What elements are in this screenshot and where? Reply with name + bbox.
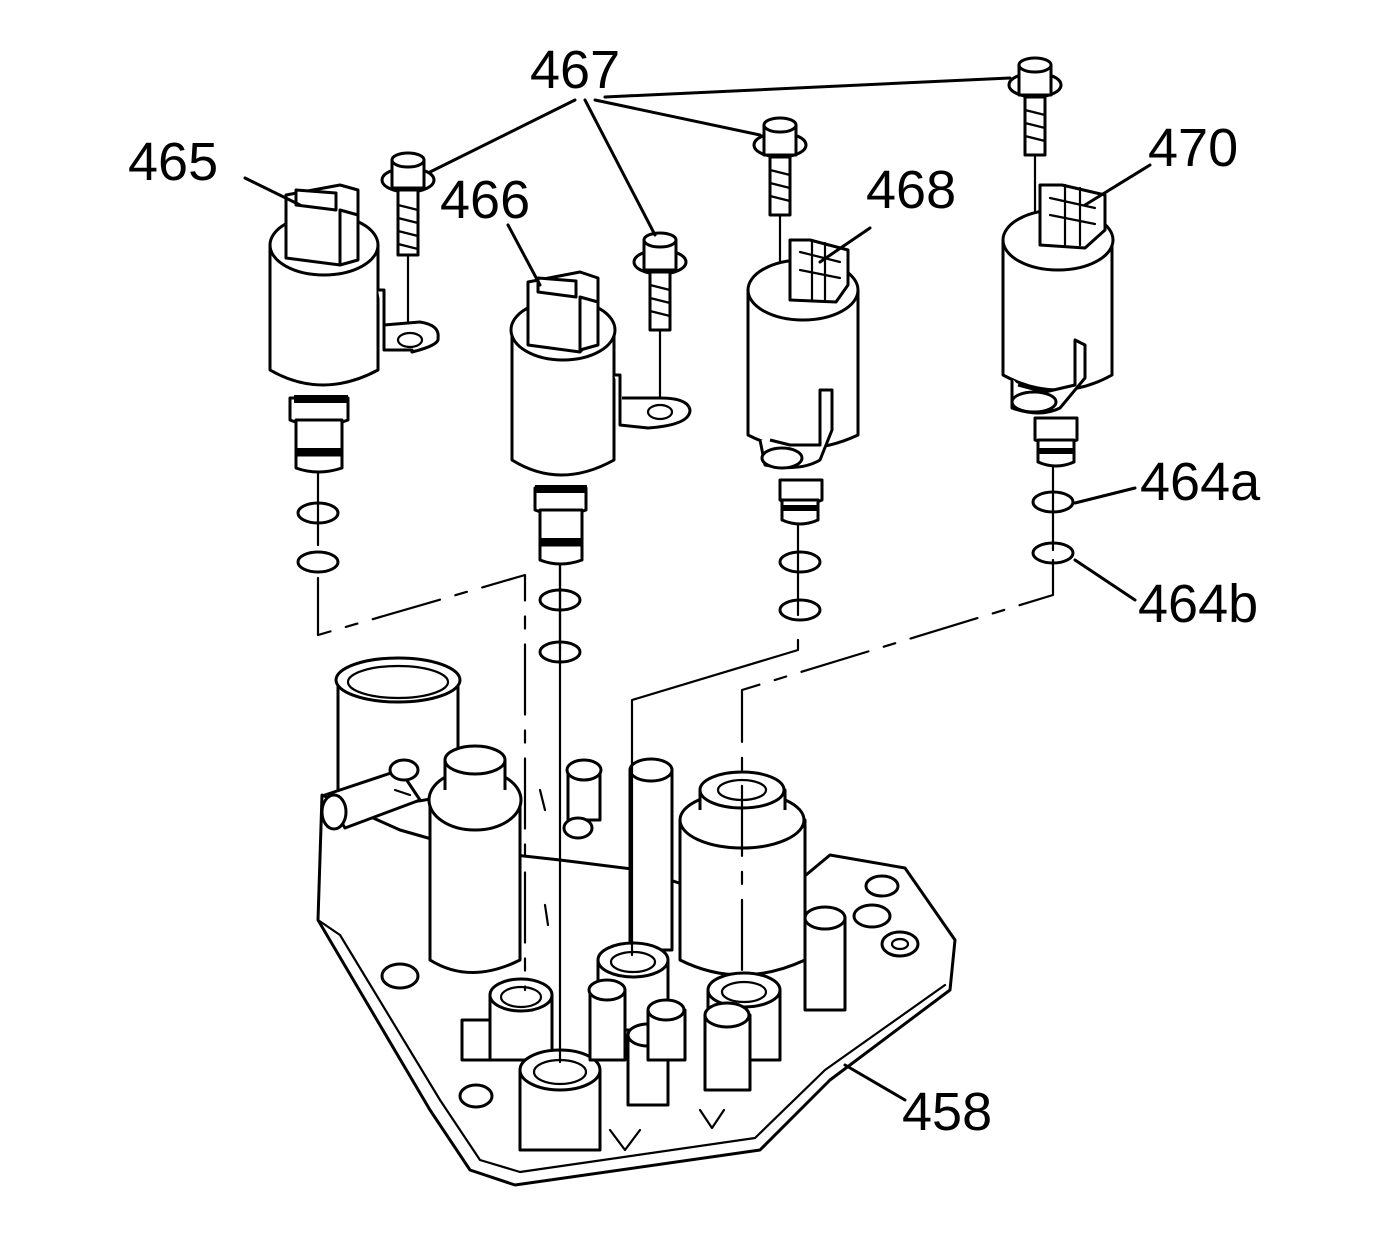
bolt-467-b xyxy=(632,231,688,332)
solenoid-470 xyxy=(1001,183,1115,468)
label-465: 465 xyxy=(128,132,218,192)
solenoid-468 xyxy=(746,238,860,526)
label-467: 467 xyxy=(530,40,620,100)
label-466: 466 xyxy=(440,170,530,230)
solenoid-466 xyxy=(509,270,692,566)
callout-labels: 465 466 467 468 470 464a 464b 458 xyxy=(128,40,1261,1142)
callout-leaders xyxy=(243,76,1152,1102)
bolt-467-d xyxy=(1007,56,1063,157)
o-rings xyxy=(296,490,1075,664)
bolt-467-c xyxy=(752,116,808,217)
solenoid-465 xyxy=(268,183,440,474)
label-464a: 464a xyxy=(1140,452,1261,512)
label-458: 458 xyxy=(902,1082,992,1142)
label-470: 470 xyxy=(1148,118,1238,178)
label-464b: 464b xyxy=(1138,574,1258,634)
bolt-467-a xyxy=(380,151,436,257)
label-468: 468 xyxy=(866,160,956,220)
valve-body-458 xyxy=(316,656,957,1187)
